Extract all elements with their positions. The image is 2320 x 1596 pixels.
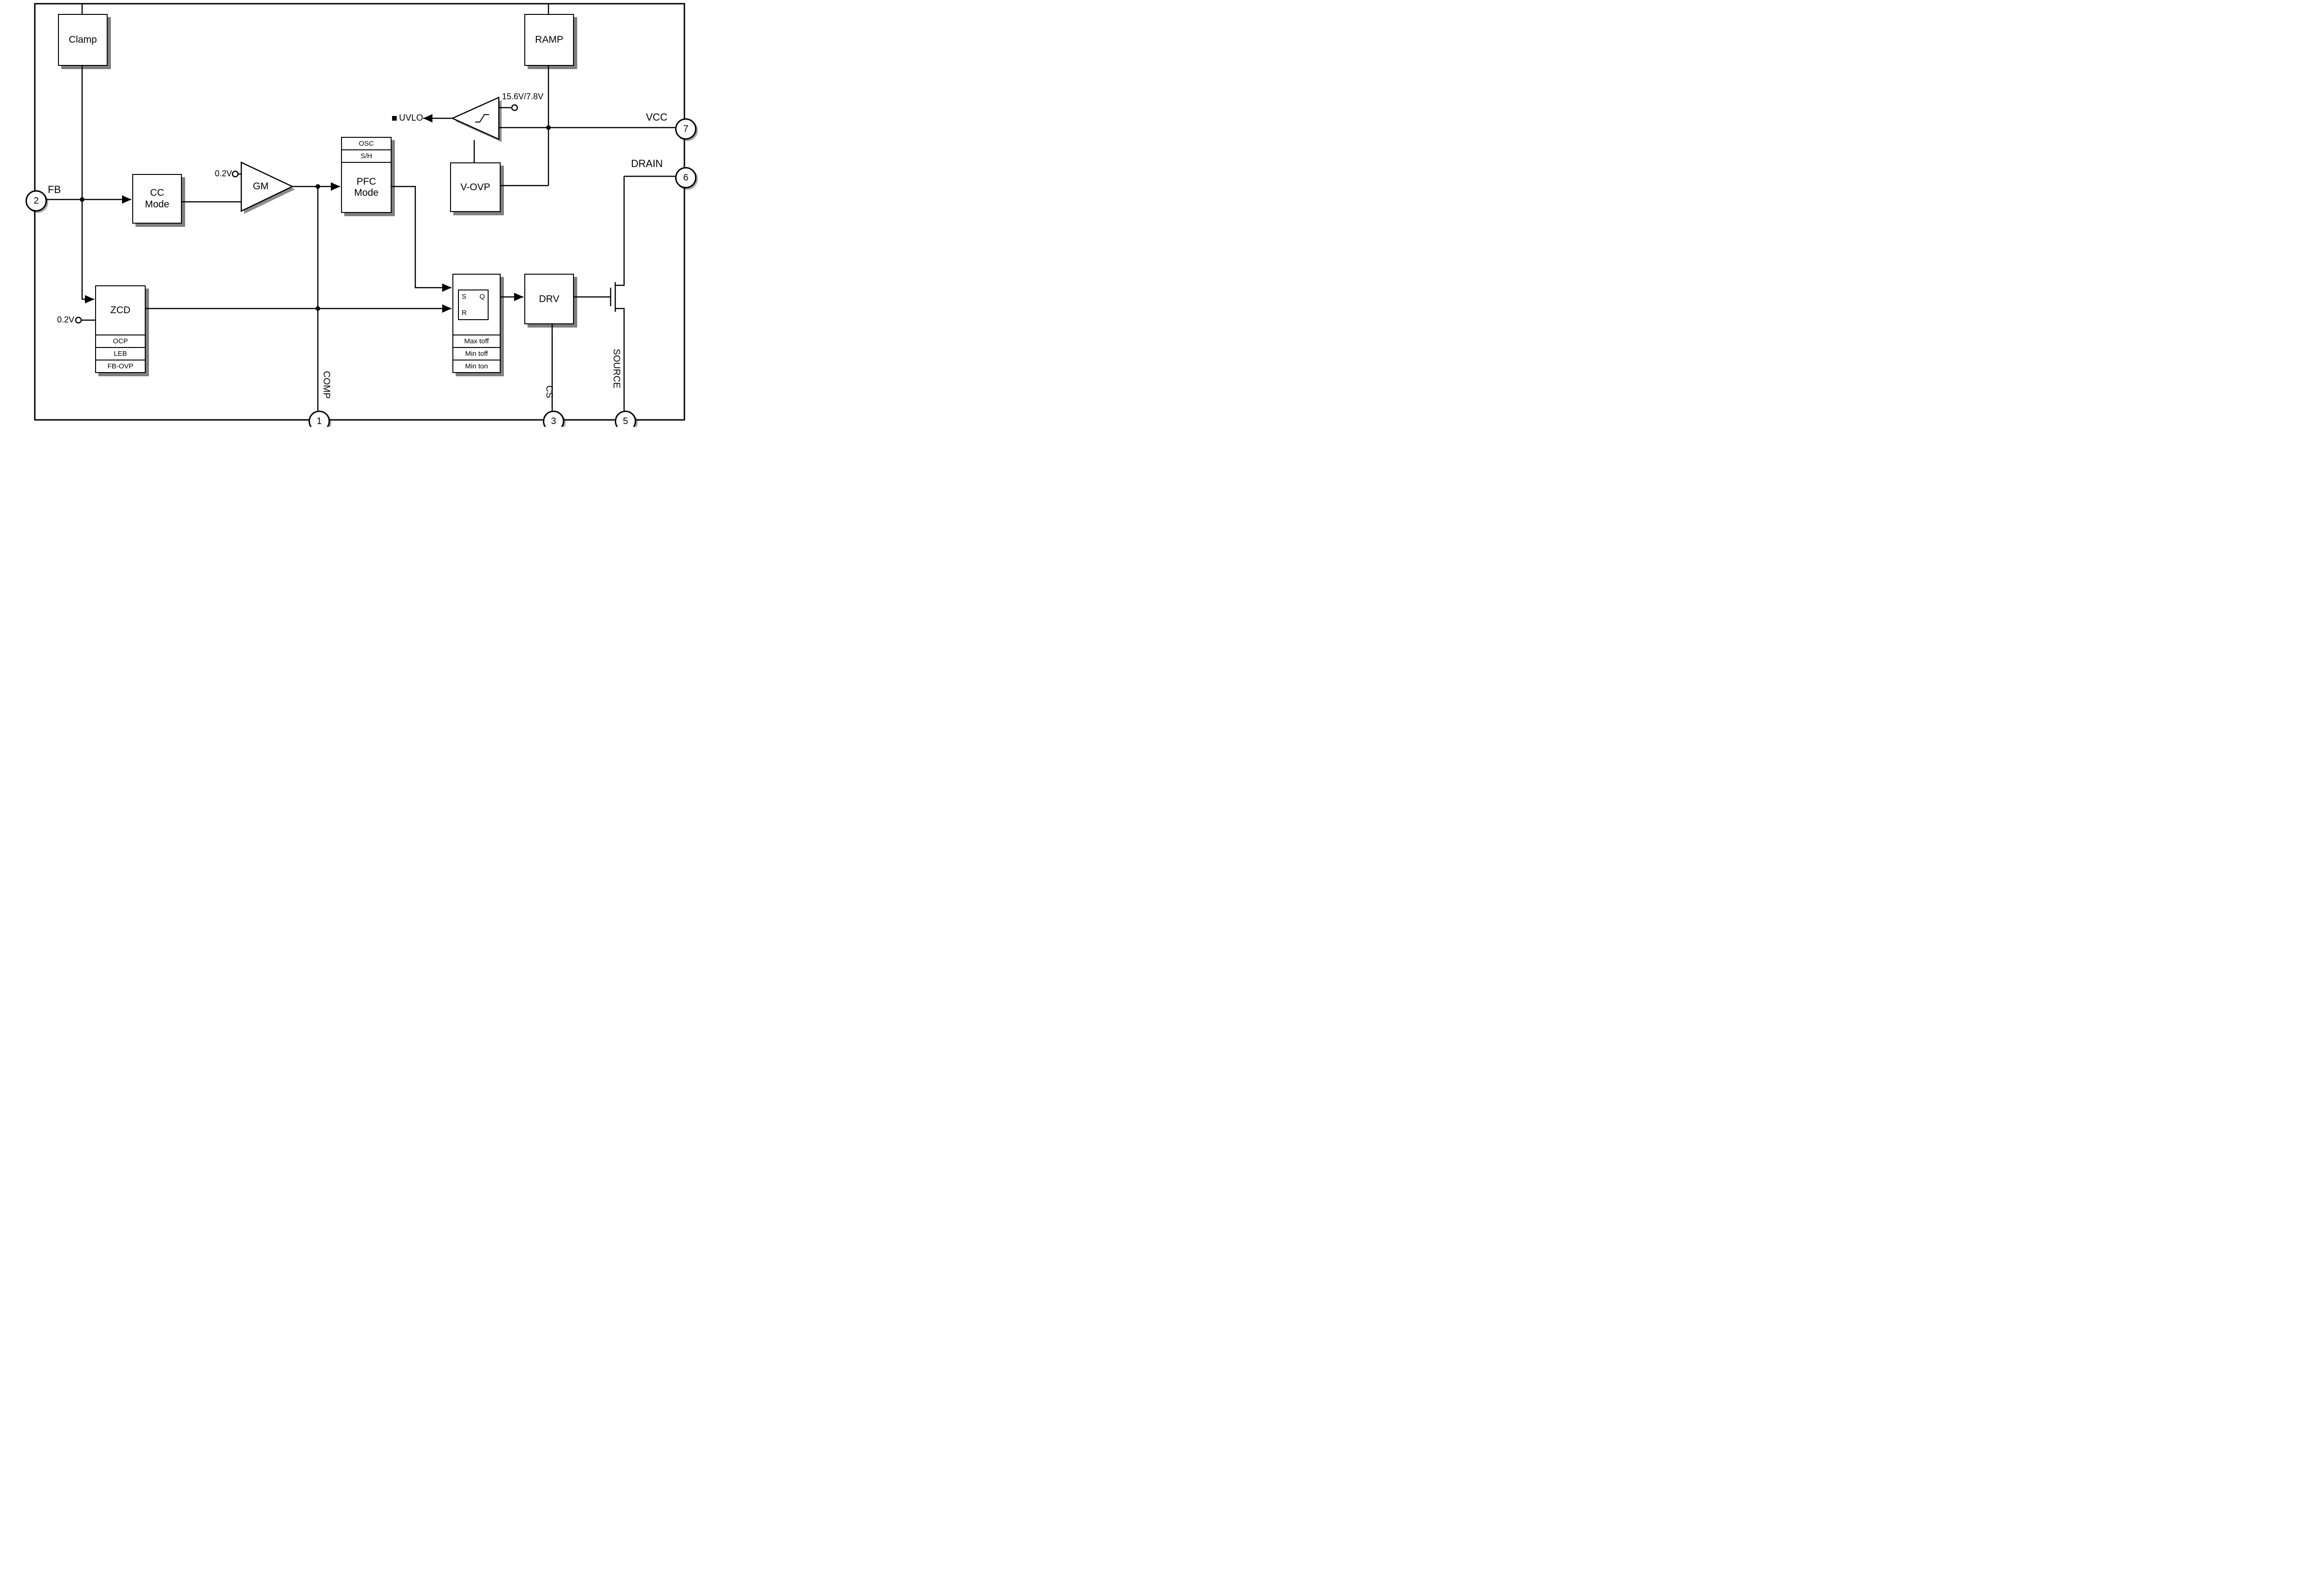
- wire-mosfet-drain: [615, 176, 625, 286]
- pin-comp: 1: [309, 411, 330, 427]
- zcd-row-ocp: OCP: [96, 335, 145, 347]
- logic-row-min-toff: Min toff: [453, 347, 500, 360]
- logic-main-cell: S R Q: [453, 275, 500, 335]
- block-drv: DRV: [524, 274, 574, 324]
- sr-q-label: Q: [479, 293, 485, 301]
- ic-boundary: [34, 3, 685, 421]
- zcd-cell: ZCD: [96, 286, 145, 335]
- arrow-into-logic-bottom: [442, 304, 451, 313]
- uvlo-terminal: [392, 116, 397, 121]
- block-zcd-group: ZCD OCP LEB FB-OVP: [95, 285, 146, 373]
- sr-s-label: S: [462, 293, 467, 301]
- zcd-row-fb-ovp: FB-OVP: [96, 360, 145, 372]
- zcd-row-leb: LEB: [96, 347, 145, 360]
- pin-vcc: 7: [675, 118, 696, 140]
- uvlo-label: UVLO: [399, 113, 423, 123]
- gm-label: GM: [253, 181, 269, 192]
- pin-fb-label: FB: [48, 184, 61, 195]
- pin-vcc-number: 7: [683, 123, 689, 134]
- pin-source: 5: [615, 411, 636, 427]
- drv-label: DRV: [539, 293, 560, 304]
- junction-fb: [80, 197, 84, 202]
- junction-vcc: [546, 125, 551, 130]
- pin-fb: 2: [26, 190, 47, 212]
- arrow-uvlo: [423, 114, 432, 122]
- hysteresis-icon: [475, 114, 489, 122]
- arrow-into-ccmode: [122, 195, 131, 204]
- vref-zcd-label: 0.2V: [57, 315, 74, 324]
- sr-flipflop: S R Q: [458, 290, 489, 320]
- arrow-into-zcd: [85, 295, 94, 303]
- arrow-into-pfc: [331, 182, 340, 191]
- block-clamp: Clamp: [58, 14, 108, 66]
- wire-mosfet-source: [615, 308, 625, 411]
- pin-fb-number: 2: [33, 195, 39, 206]
- pin-source-number: 5: [623, 416, 628, 426]
- pin-drain-label: DRAIN: [631, 158, 663, 169]
- block-ramp: RAMP: [524, 14, 574, 66]
- block-cc-mode: CC Mode: [132, 174, 182, 224]
- wire-pfc-to-logic: [390, 186, 451, 289]
- logic-row-max-toff: Max toff: [453, 335, 500, 347]
- pfc-mode-label: PFC Mode: [354, 176, 379, 198]
- zcd-label: ZCD: [110, 305, 131, 315]
- block-diagram: Clamp RAMP CC Mode GM OSC S/H PFC Mode V…: [0, 0, 716, 427]
- pin-cs-number: 3: [551, 416, 556, 426]
- junction-comp: [316, 306, 320, 311]
- pin-drain: 6: [675, 167, 696, 188]
- gm-amplifier: [240, 161, 294, 212]
- uvlo-threshold-label: 15.6V/7.8V: [502, 92, 544, 101]
- pin-comp-label: COMP: [321, 371, 332, 399]
- junction-gm-out: [316, 184, 320, 189]
- clamp-label: Clamp: [69, 34, 97, 45]
- pin-source-label: SOURCE: [611, 348, 622, 389]
- junction-dots: [80, 125, 551, 311]
- terminal-uvlo-threshold: [511, 104, 518, 111]
- vref-gm-label: 0.2V: [214, 169, 232, 178]
- terminals: [75, 104, 518, 324]
- terminal-vref-zcd: [75, 316, 82, 324]
- pin-comp-number: 1: [316, 416, 322, 426]
- pfc-mode-cell: PFC Mode: [342, 162, 391, 212]
- logic-row-min-ton: Min ton: [453, 360, 500, 372]
- block-v-ovp: V-OVP: [450, 162, 501, 212]
- pin-vcc-label: VCC: [646, 111, 668, 123]
- terminal-vref-gm: [232, 170, 239, 178]
- block-logic-group: S R Q Max toff Min toff Min ton: [452, 274, 501, 373]
- wires-layer: [34, 3, 685, 421]
- uvlo-comparator: [451, 97, 500, 140]
- ramp-label: RAMP: [535, 34, 563, 45]
- wire-fb-to-zcd: [81, 200, 94, 300]
- arrowheads: [85, 114, 523, 313]
- cc-mode-label: CC Mode: [145, 187, 169, 210]
- pin-cs: 3: [543, 411, 564, 427]
- block-osc-pfc-group: OSC S/H PFC Mode: [341, 137, 392, 213]
- pin-drain-number: 6: [683, 172, 689, 183]
- sample-hold-row: S/H: [342, 149, 391, 162]
- pin-cs-label: CS: [544, 385, 554, 399]
- arrow-into-drv: [514, 293, 523, 301]
- arrow-into-logic-top: [442, 283, 451, 292]
- v-ovp-label: V-OVP: [460, 181, 490, 193]
- sr-r-label: R: [462, 309, 467, 317]
- osc-row: OSC: [359, 140, 374, 148]
